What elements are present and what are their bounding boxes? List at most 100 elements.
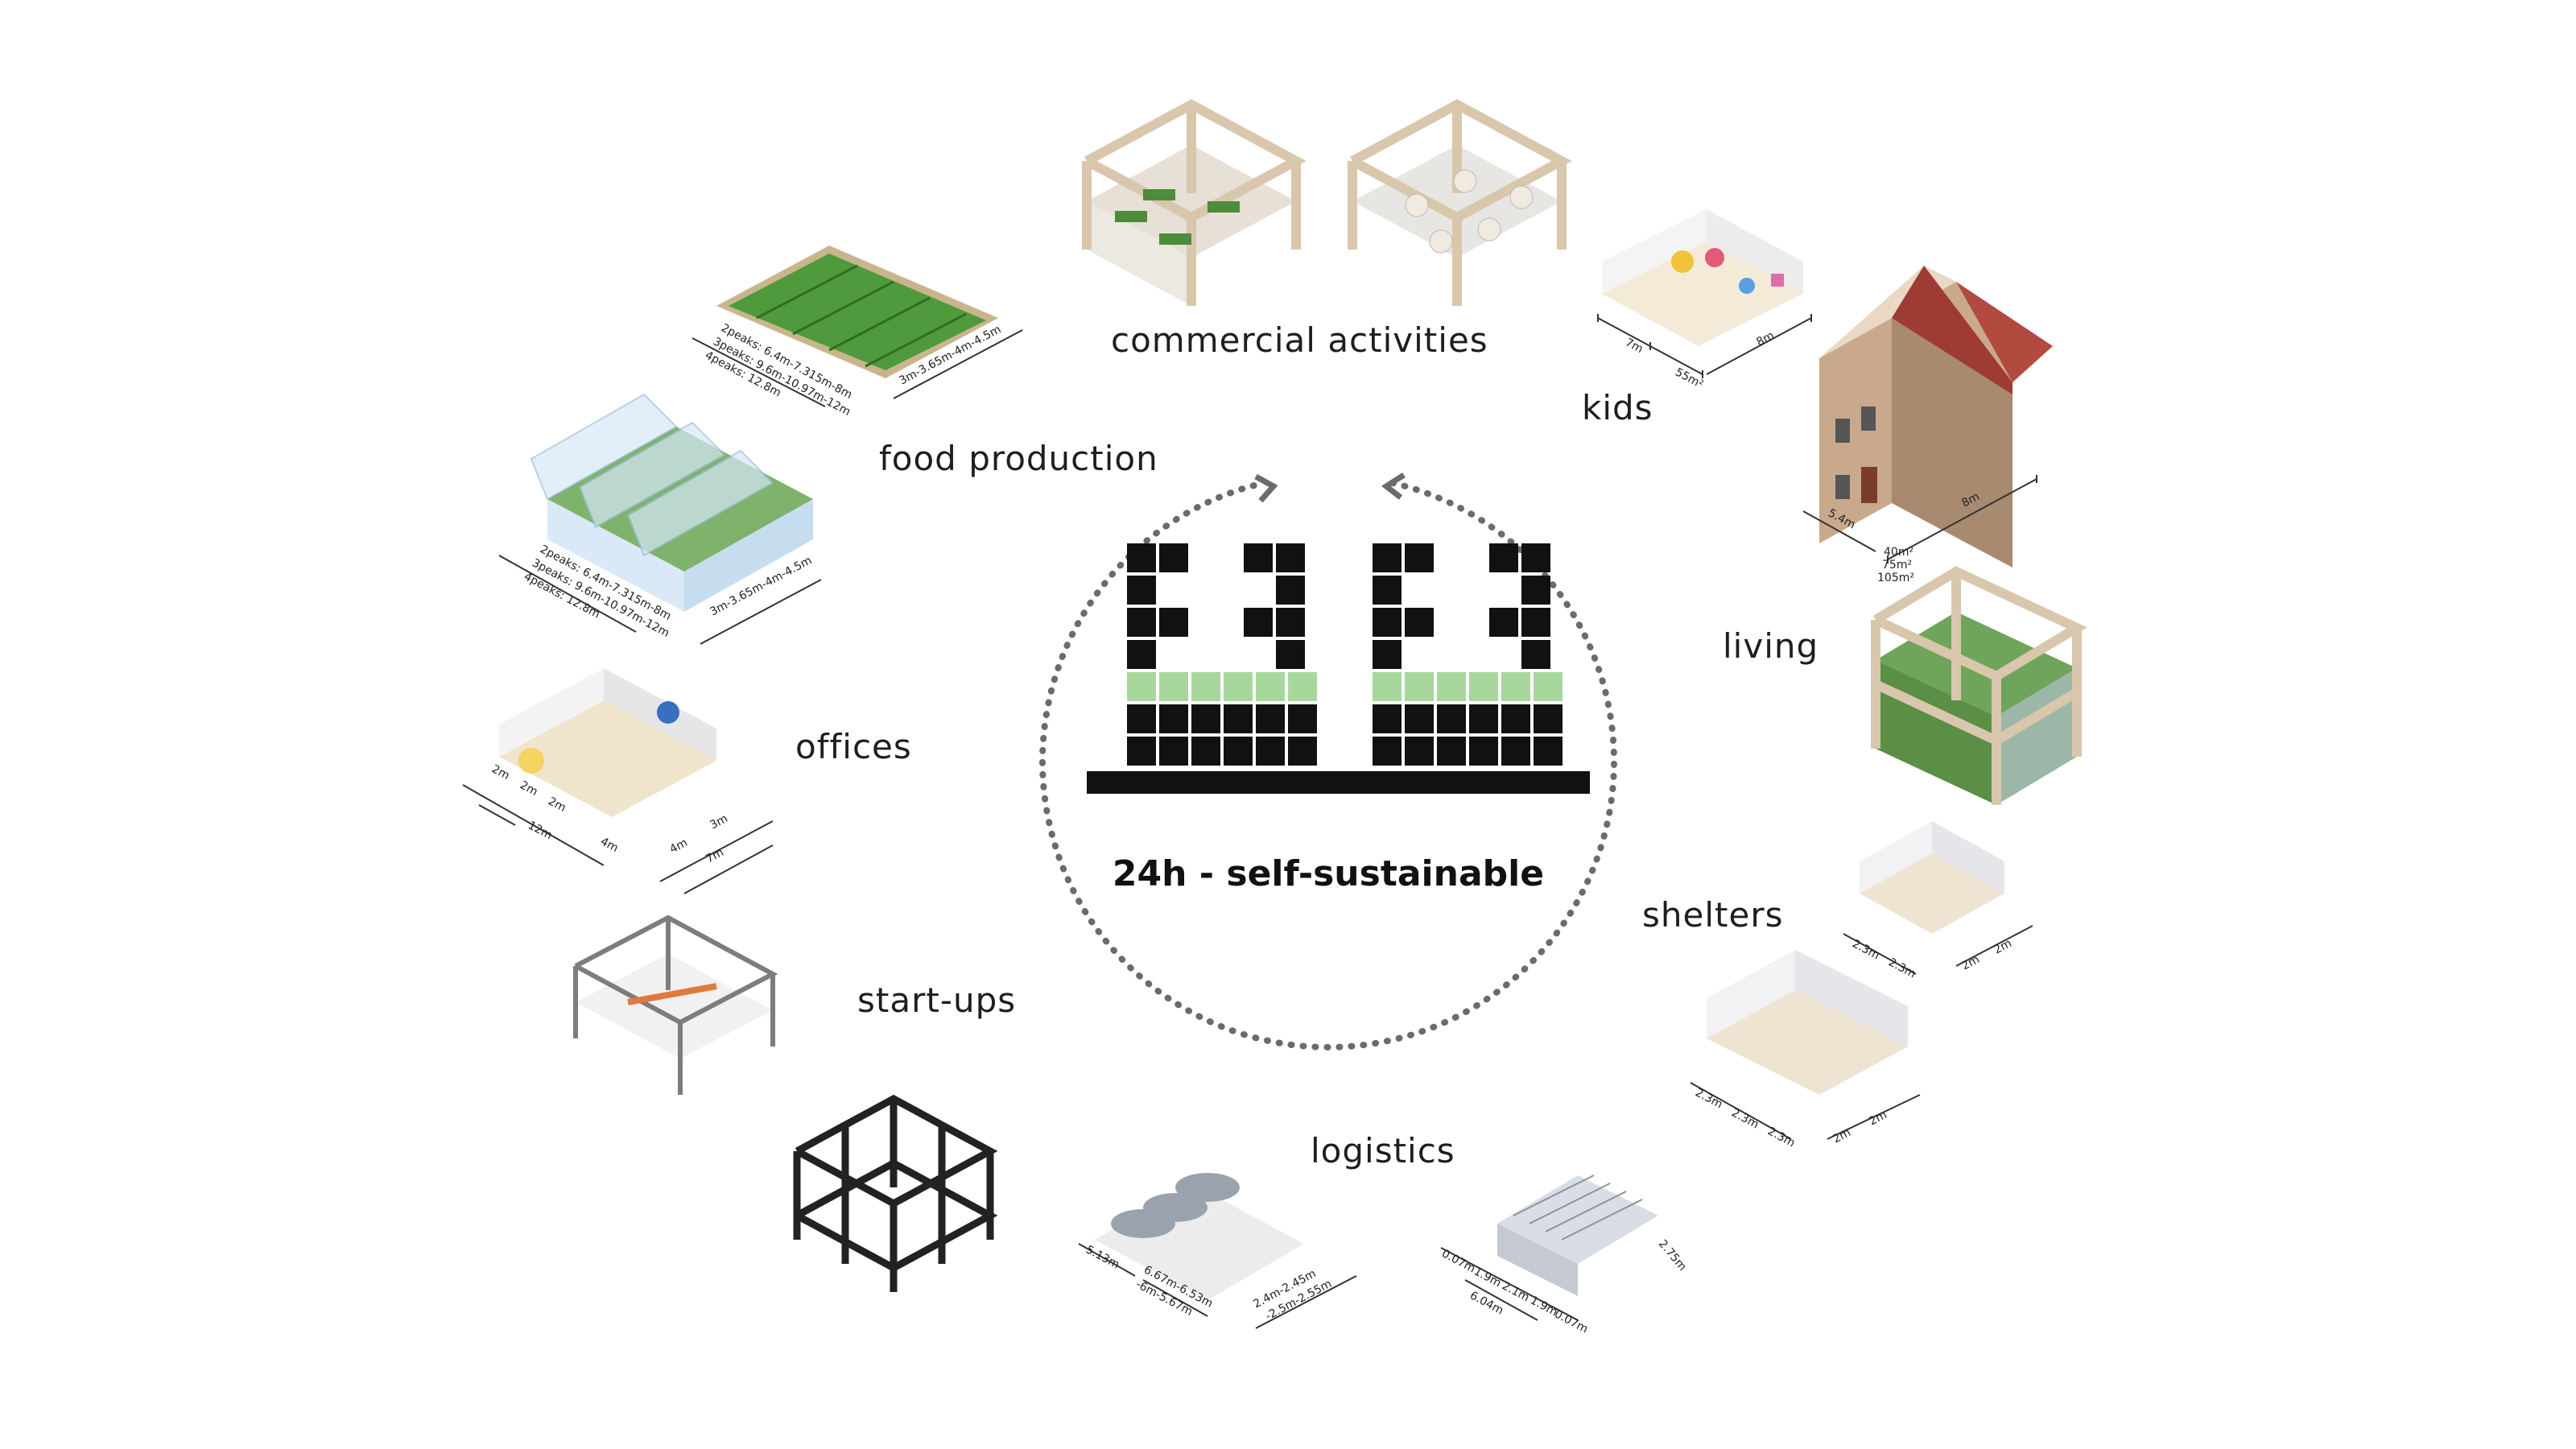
block-cell — [1501, 737, 1530, 766]
green-block-cell — [1501, 672, 1530, 701]
green-block-cell — [1373, 672, 1402, 701]
block-cell — [1489, 543, 1518, 572]
green-block-cell — [1288, 672, 1317, 701]
block-cell — [1191, 737, 1220, 766]
svg-text:2m: 2m — [489, 762, 511, 782]
parking-illustration: 5.13m 6.67m-6.53m -6m-5.67m 2.4m-2.45m -… — [1078, 1173, 1357, 1329]
block-cell — [1256, 704, 1285, 733]
svg-text:4m: 4m — [598, 835, 620, 855]
shelter-large-illustration: 2.3m 2.3m 2.3m 2m 2m — [1690, 950, 1921, 1150]
block-cell — [1405, 737, 1434, 766]
block-cell — [1127, 608, 1156, 637]
green-block-cell — [1224, 672, 1253, 701]
cycle-arrow-left-icon — [1381, 473, 1406, 500]
svg-text:40m²: 40m² — [1884, 546, 1913, 559]
block-cell — [1373, 543, 1402, 572]
block-cell — [1159, 543, 1188, 572]
cycle-ring-arc — [1039, 480, 1617, 1051]
block-cell — [1276, 640, 1305, 669]
block-cell — [1469, 737, 1498, 766]
block-cell — [1373, 640, 1402, 669]
label-shelters: shelters — [1642, 895, 1784, 935]
svg-text:12m: 12m — [526, 819, 554, 842]
block-cell — [1501, 704, 1530, 733]
green-block-cell — [1159, 672, 1188, 701]
svg-text:2.3m: 2.3m — [1850, 937, 1881, 962]
block-cell — [1159, 608, 1188, 637]
green-block-cell — [1256, 672, 1285, 701]
svg-text:2m: 2m — [1992, 937, 2013, 957]
svg-text:7m: 7m — [704, 846, 725, 866]
block-cell — [1159, 704, 1188, 733]
block-cell — [1127, 737, 1156, 766]
svg-text:2.75m: 2.75m — [1656, 1237, 1689, 1274]
block-cell — [1127, 576, 1156, 605]
cycle-arrow-right-icon — [1254, 473, 1278, 503]
ground-bar — [1087, 771, 1590, 794]
label-offices: offices — [795, 727, 912, 766]
green-block-cell — [1437, 672, 1466, 701]
svg-text:2m: 2m — [518, 778, 539, 799]
building-block-diagram — [1127, 543, 1563, 766]
green-block-cell — [1405, 672, 1434, 701]
block-cell — [1521, 640, 1550, 669]
svg-text:2m: 2m — [546, 795, 568, 815]
block-cell — [1521, 576, 1550, 605]
svg-text:75m²: 75m² — [1882, 559, 1912, 572]
block-cell — [1373, 704, 1402, 733]
svg-text:0.07m: 0.07m — [1439, 1247, 1477, 1275]
svg-text:55m²: 55m² — [1673, 365, 1705, 391]
block-cell — [1405, 543, 1434, 572]
startup-studio-illustration — [573, 914, 778, 1095]
svg-text:2m: 2m — [1959, 953, 1981, 973]
block-cell — [1256, 737, 1285, 766]
svg-text:2.1m: 2.1m — [1500, 1279, 1531, 1304]
block-cell — [1276, 608, 1305, 637]
svg-text:4m: 4m — [667, 836, 689, 857]
block-cell — [1437, 704, 1466, 733]
block-cell — [1405, 704, 1434, 733]
label-start-ups: start-ups — [857, 980, 1017, 1020]
svg-text:2.3m: 2.3m — [1729, 1106, 1761, 1131]
label-living: living — [1723, 626, 1819, 666]
label-logistics: logistics — [1311, 1131, 1455, 1170]
label-food-production: food production — [879, 439, 1158, 478]
svg-text:105m²: 105m² — [1877, 572, 1914, 584]
green-block-cell — [1127, 672, 1156, 701]
block-cell — [1224, 704, 1253, 733]
svg-text:3m: 3m — [708, 812, 729, 832]
block-cell — [1373, 576, 1402, 605]
kids-room-illustration: 7m 55m² 8m — [1597, 209, 1812, 391]
label-kids: kids — [1582, 388, 1653, 427]
block-cell — [1159, 737, 1188, 766]
green-block-cell — [1469, 672, 1498, 701]
block-cell — [1224, 737, 1253, 766]
shelter-small-illustration: 2.3m 2.3m 2m 2m — [1843, 821, 2033, 980]
block-cell — [1127, 704, 1156, 733]
block-cell — [1288, 737, 1317, 766]
svg-text:7m: 7m — [1623, 336, 1645, 356]
block-cell — [1288, 704, 1317, 733]
block-cell — [1276, 576, 1305, 605]
farm-field-illustration: 2peaks: 6.4m-7.315m-8m 3peaks: 9.6m-10.9… — [691, 246, 1023, 419]
bike-racks-illustration: 0.07m 1.9m 2.1m 1.9m 0.07m 6.04m 2.75m — [1439, 1174, 1689, 1336]
townhouse-illustration: 5.4m 40m² 75m² 105m² 8m — [1802, 266, 2053, 584]
commercial-market-illustration — [1082, 99, 1307, 306]
block-cell — [1244, 543, 1273, 572]
startup-steel-frame-illustration — [793, 1094, 998, 1292]
block-cell — [1191, 704, 1220, 733]
svg-text:0.07m: 0.07m — [1552, 1307, 1590, 1335]
label-commercial-activities: commercial activities — [1111, 320, 1488, 360]
greenhouse-illustration: 2peaks: 6.4m-7.315m-8m 3peaks: 9.6m-10.9… — [498, 393, 822, 645]
commercial-cafe-illustration — [1348, 99, 1572, 306]
svg-text:2.3m: 2.3m — [1765, 1125, 1797, 1150]
svg-text:2.3m: 2.3m — [1693, 1086, 1724, 1111]
block-cell — [1405, 608, 1434, 637]
block-cell — [1373, 608, 1402, 637]
block-cell — [1373, 737, 1402, 766]
green-block-cell — [1191, 672, 1220, 701]
block-cell — [1127, 640, 1156, 669]
offices-illustration: 2m 2m 2m 12m 4m 4m 3m 7m — [462, 668, 774, 894]
center-title: 24h - self-sustainable — [1112, 853, 1545, 894]
